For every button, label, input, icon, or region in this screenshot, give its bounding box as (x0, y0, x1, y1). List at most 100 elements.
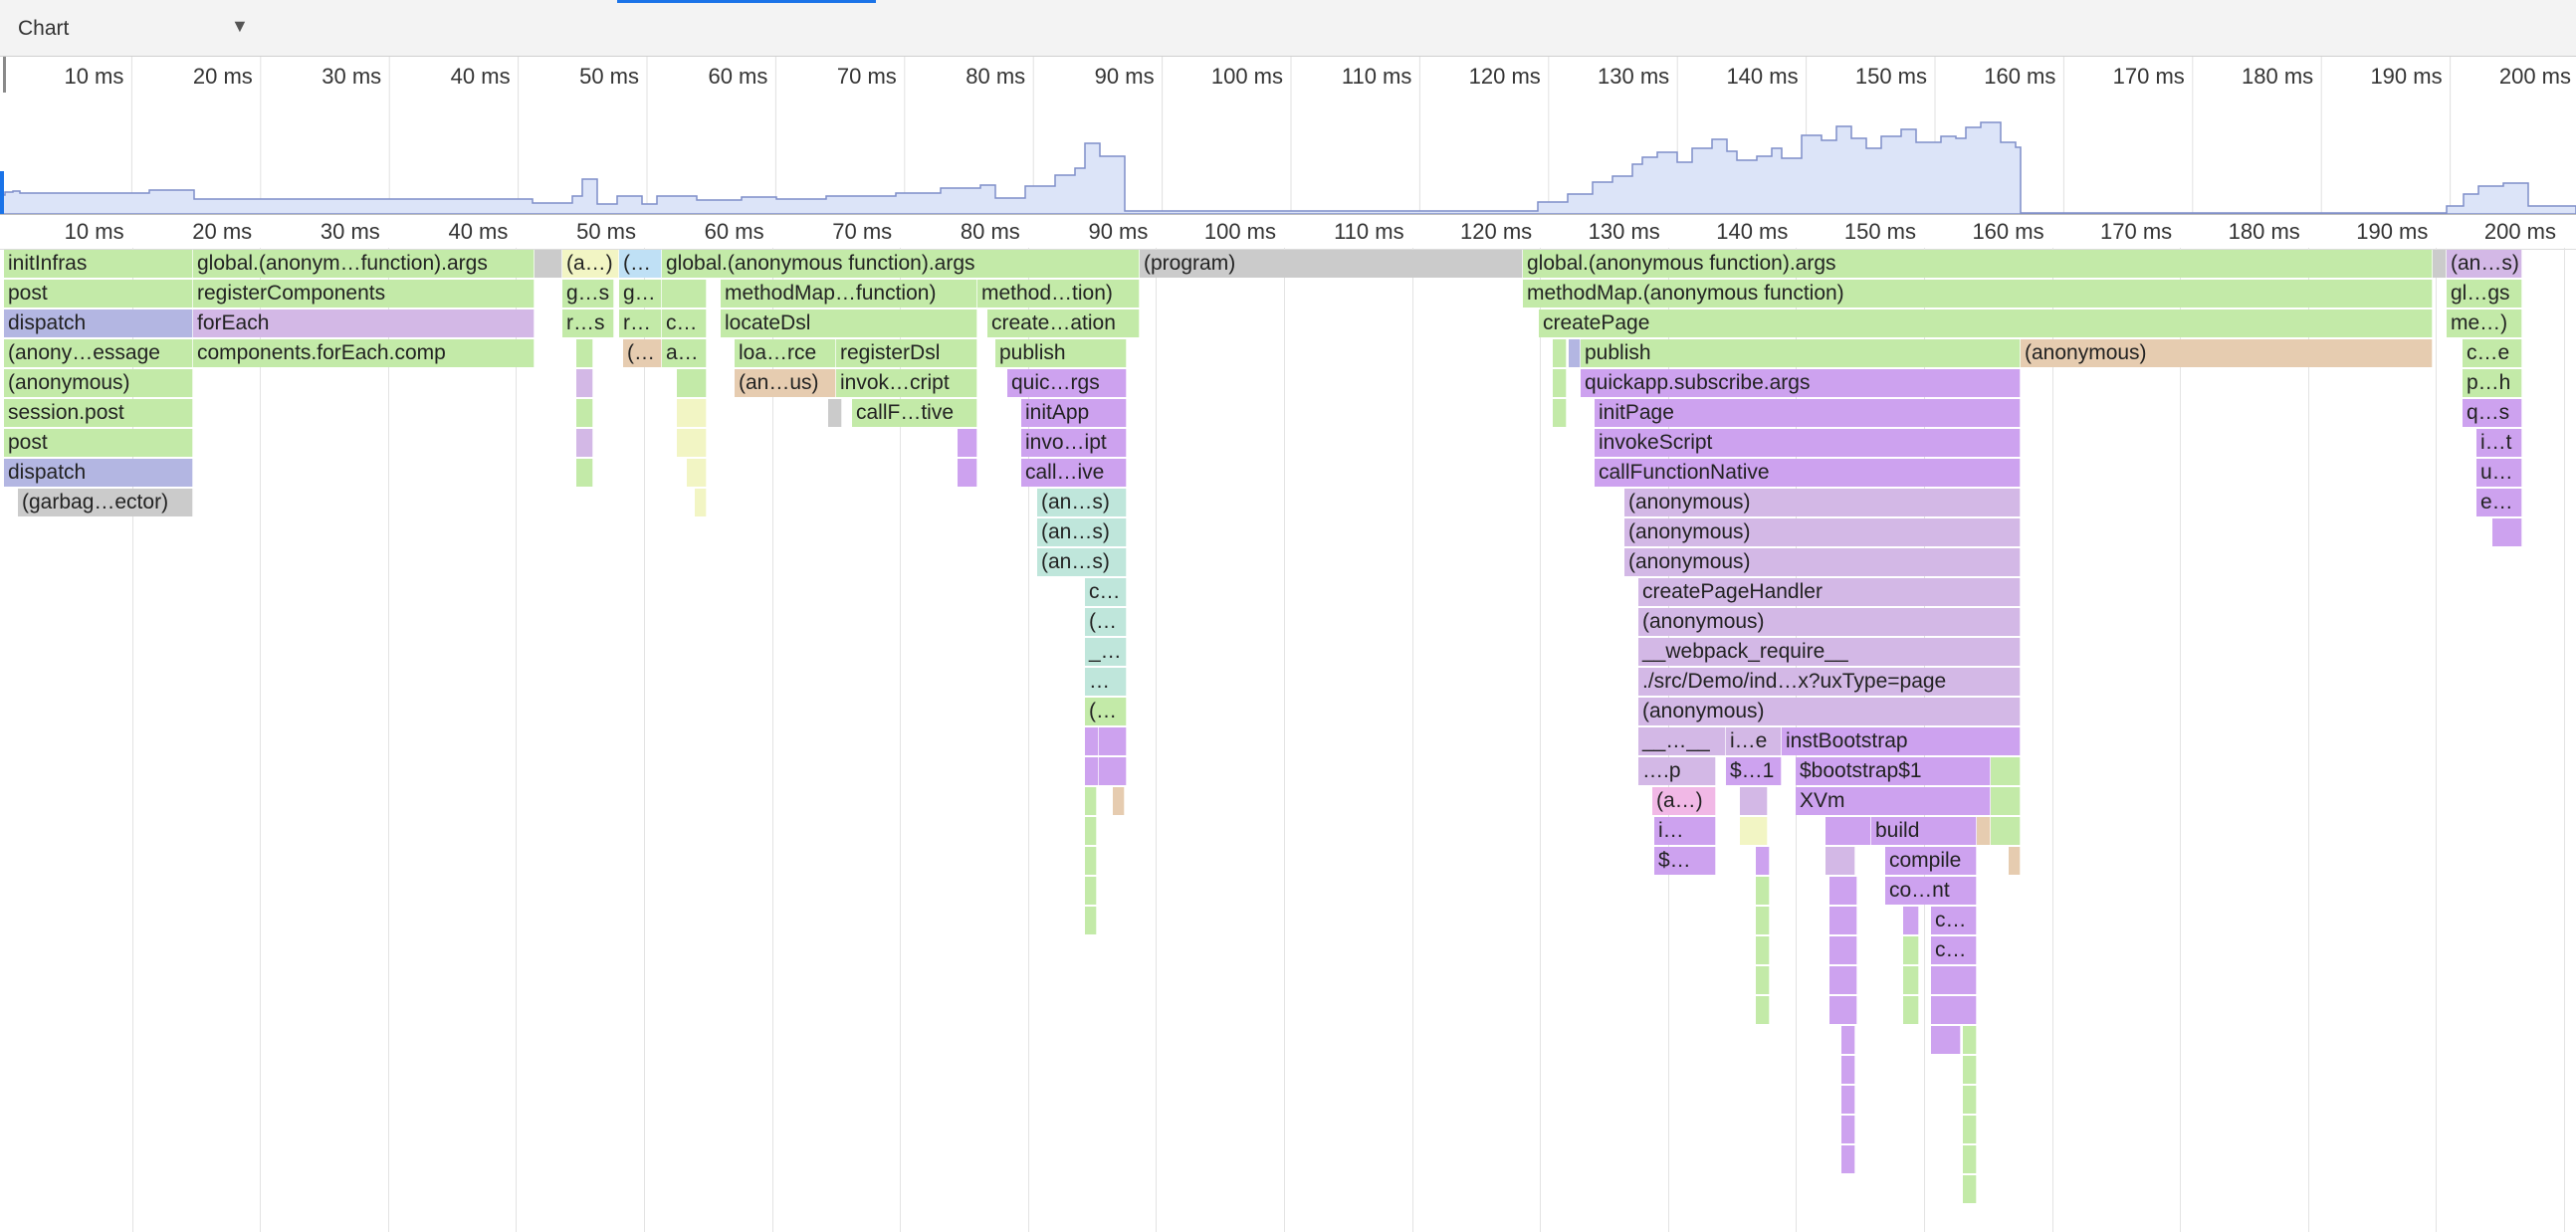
flame-frame[interactable]: p…h (2463, 369, 2522, 397)
flame-frame[interactable] (1963, 1056, 1977, 1084)
flame-frame[interactable] (1963, 1086, 1977, 1114)
flame-frame[interactable]: initApp (1021, 399, 1127, 427)
flame-frame[interactable]: (garbag…ector) (18, 489, 193, 516)
flame-frame[interactable] (2009, 847, 2021, 875)
flame-frame[interactable] (1756, 847, 1770, 875)
flame-frame[interactable]: i…e (1726, 727, 1782, 755)
flame-frame[interactable]: (anonymous) (4, 369, 193, 397)
flame-frame[interactable]: me…) (2447, 309, 2522, 337)
flame-frame[interactable]: (anonymous) (1624, 489, 2021, 516)
flame-frame[interactable] (958, 429, 977, 457)
flame-frame[interactable] (1553, 369, 1567, 397)
flame-frame[interactable] (1825, 847, 1855, 875)
flame-frame[interactable]: (… (623, 339, 662, 367)
flame-frame[interactable] (1829, 966, 1857, 994)
flame-frame[interactable] (1756, 966, 1770, 994)
flame-frame[interactable]: dispatch (4, 309, 193, 337)
flame-frame[interactable] (1903, 966, 1919, 994)
flame-frame[interactable] (677, 429, 707, 457)
flame-frame[interactable] (1569, 339, 1581, 367)
flame-frame[interactable]: (an…s) (1037, 518, 1127, 546)
flame-frame[interactable]: create…ation (987, 309, 1140, 337)
flame-frame[interactable] (677, 399, 707, 427)
flame-frame[interactable]: XVm (1796, 787, 1991, 815)
triangle-down-icon[interactable]: ▼ (231, 16, 249, 36)
flame-frame[interactable] (695, 489, 707, 516)
flame-frame[interactable]: i…t (2476, 429, 2522, 457)
flame-frame[interactable] (1829, 996, 1857, 1024)
flame-frame[interactable] (677, 369, 707, 397)
flame-frame[interactable] (1931, 966, 1977, 994)
flame-frame[interactable] (1829, 936, 1857, 964)
flame-frame[interactable]: (… (1085, 698, 1127, 725)
flame-frame[interactable]: $bootstrap$1 (1796, 757, 1991, 785)
view-mode-select[interactable]: Chart ▼ (10, 12, 259, 44)
flame-frame[interactable]: gl…gs (2447, 280, 2522, 308)
flame-frame[interactable] (2433, 250, 2447, 278)
flame-frame[interactable]: global.(anonymous function).args (662, 250, 1140, 278)
flame-frame[interactable] (1903, 907, 1919, 934)
flame-frame[interactable]: r… (619, 309, 662, 337)
flame-frame[interactable] (535, 250, 562, 278)
flame-frame[interactable] (1931, 996, 1977, 1024)
flame-frame[interactable] (1085, 907, 1097, 934)
flame-frame[interactable]: (an…s) (1037, 489, 1127, 516)
flame-frame[interactable]: publish (995, 339, 1127, 367)
selection-edge-marker[interactable] (0, 171, 4, 216)
flame-frame[interactable]: __webpack_require__ (1638, 638, 2021, 666)
flame-frame[interactable]: global.(anonymous function).args (1523, 250, 2433, 278)
flame-frame[interactable] (1903, 996, 1919, 1024)
flame-frame[interactable] (1756, 936, 1770, 964)
flame-frame[interactable] (1991, 817, 2021, 845)
flame-frame[interactable]: post (4, 280, 193, 308)
flame-frame[interactable] (1963, 1026, 1977, 1054)
flame-frame[interactable]: (an…s) (2447, 250, 2522, 278)
flame-frame[interactable] (1085, 877, 1097, 905)
flame-frame[interactable]: ….p (1638, 757, 1716, 785)
flame-frame[interactable]: r…s (562, 309, 614, 337)
flame-frame[interactable] (1085, 847, 1097, 875)
flame-frame[interactable] (576, 369, 593, 397)
flame-frame[interactable]: c… (662, 309, 707, 337)
flame-frame[interactable] (1113, 787, 1125, 815)
flame-frame[interactable]: methodMap.(anonymous function) (1523, 280, 2433, 308)
flame-frame[interactable]: initPage (1595, 399, 2021, 427)
flame-frame[interactable]: (anonymous) (1624, 518, 2021, 546)
flame-frame[interactable]: (program) (1140, 250, 1523, 278)
flame-frame[interactable]: compile (1885, 847, 1977, 875)
flame-frame[interactable]: dispatch (4, 459, 193, 487)
flame-frame[interactable]: (an…us) (735, 369, 836, 397)
flame-frame[interactable] (576, 399, 593, 427)
flame-frame[interactable]: session.post (4, 399, 193, 427)
flame-frame[interactable]: invok…cript (836, 369, 977, 397)
flame-frame[interactable]: i… (1654, 817, 1716, 845)
flame-frame[interactable] (576, 429, 593, 457)
flame-frame[interactable] (1553, 399, 1567, 427)
flame-frame[interactable]: _… (1085, 638, 1127, 666)
flame-frame[interactable]: __…__ (1638, 727, 1726, 755)
flame-frame[interactable]: publish (1581, 339, 2021, 367)
flame-frame[interactable] (1740, 817, 1768, 845)
flame-frame[interactable] (1841, 1116, 1855, 1143)
flame-frame[interactable] (1553, 339, 1567, 367)
flame-frame[interactable]: (anony…essage (4, 339, 193, 367)
flame-frame[interactable]: (anonymous) (2021, 339, 2433, 367)
flame-frame[interactable] (1903, 936, 1919, 964)
flame-frame[interactable] (1085, 727, 1099, 755)
flame-frame[interactable]: (anonymous) (1638, 608, 2021, 636)
flame-frame[interactable]: quic…rgs (1007, 369, 1127, 397)
flame-frame[interactable]: c… (1931, 936, 1977, 964)
flame-frame[interactable]: createPage (1539, 309, 2433, 337)
flame-frame[interactable]: callF…tive (852, 399, 977, 427)
flame-frame[interactable]: e… (2476, 489, 2522, 516)
flame-frame[interactable]: (a…) (562, 250, 619, 278)
flame-frame[interactable]: components.forEach.comp (193, 339, 535, 367)
flame-frame[interactable] (662, 280, 707, 308)
flame-frame[interactable]: q…s (2463, 399, 2522, 427)
flame-frame[interactable]: locateDsl (721, 309, 977, 337)
flame-frame[interactable] (1977, 817, 1991, 845)
flame-frame[interactable]: u… (2476, 459, 2522, 487)
overview-left-handle[interactable] (3, 57, 6, 93)
flame-frame[interactable]: initInfras (4, 250, 193, 278)
flame-frame[interactable]: (a…) (1652, 787, 1716, 815)
